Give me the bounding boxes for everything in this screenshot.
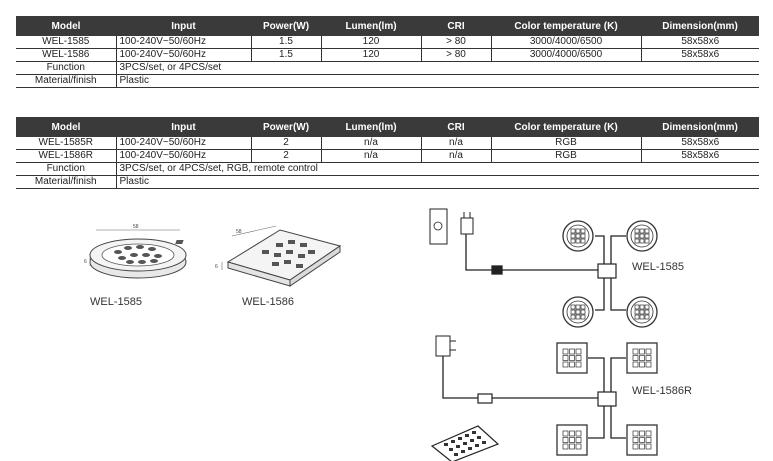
square-light: [626, 342, 658, 374]
puck-light: [626, 220, 658, 252]
wiring-diagram-bottom: [435, 335, 626, 439]
table-row: WEL-1586R 100-240V~50/60Hz 2 n/a n/a RGB…: [16, 149, 759, 163]
material-label: Material/finish: [16, 175, 117, 189]
square-light: [626, 424, 658, 456]
table-row: WEL-1585R 100-240V~50/60Hz 2 n/a n/a RGB…: [16, 137, 759, 150]
header-cell: CRI: [421, 117, 491, 137]
round-dim-height: 6: [84, 259, 87, 265]
material-row: Material/finish Plastic: [16, 74, 759, 88]
spec-table-standard: Model Input Power(W) Lumen(lm) CRI Color…: [16, 16, 759, 88]
table-cell: 1.5: [251, 48, 322, 62]
function-value: 3PCS/set, or 4PCS/set: [116, 61, 759, 75]
table-cell: 2: [251, 149, 322, 163]
table-cell: n/a: [321, 149, 422, 163]
table-cell: 58x58x6: [641, 149, 759, 163]
puck-light: [562, 296, 594, 328]
function-value: 3PCS/set, or 4PCS/set, RGB, remote contr…: [116, 162, 759, 176]
table-cell: 120: [321, 48, 422, 62]
header-cell: CRI: [421, 16, 491, 36]
material-label: Material/finish: [16, 74, 117, 88]
table-cell: 58x58x6: [641, 137, 759, 150]
table-cell: WEL-1586: [16, 48, 117, 62]
table-cell: RGB: [491, 137, 642, 150]
function-label: Function: [16, 61, 117, 75]
material-value: Plastic: [116, 74, 759, 88]
square-light-product: [175, 225, 342, 287]
table-cell: > 80: [421, 48, 492, 62]
table-cell: WEL-1585: [16, 36, 117, 49]
table-cell: n/a: [421, 149, 492, 163]
table-cell: 100-240V~50/60Hz: [116, 149, 252, 163]
round-light-product: [89, 229, 187, 279]
square-light: [556, 424, 588, 456]
table-cell: 100-240V~50/60Hz: [116, 36, 252, 49]
square-dim-height: 6: [215, 264, 218, 270]
function-row: Function 3PCS/set, or 4PCS/set: [16, 61, 759, 75]
table-cell: > 80: [421, 36, 492, 49]
table-header-row: Model Input Power(W) Lumen(lm) CRI Color…: [16, 117, 759, 137]
wiring-diagram-top: [429, 208, 626, 311]
remote-control-icon: [430, 425, 500, 461]
table-cell: n/a: [321, 137, 422, 150]
square-product-label: WEL-1586: [242, 296, 294, 308]
header-cell: Dimension(mm): [641, 16, 759, 36]
spec-table-rgb: Model Input Power(W) Lumen(lm) CRI Color…: [16, 117, 759, 189]
puck-light: [562, 220, 594, 252]
function-row: Function 3PCS/set, or 4PCS/set, RGB, rem…: [16, 162, 759, 176]
table-row: WEL-1586 100-240V~50/60Hz 1.5 120 > 80 3…: [16, 48, 759, 62]
table-cell: 100-240V~50/60Hz: [116, 137, 252, 150]
material-value: Plastic: [116, 175, 759, 189]
puck-light: [626, 296, 658, 328]
material-row: Material/finish Plastic: [16, 175, 759, 189]
table-cell: 58x58x6: [641, 48, 759, 62]
square-dim-width: 58: [236, 229, 242, 235]
diagram-bottom-label: WEL-1586R: [632, 385, 692, 397]
diagram-top-label: WEL-1585: [632, 261, 684, 273]
table-cell: WEL-1585R: [16, 137, 117, 150]
header-cell: Power(W): [251, 16, 321, 36]
table-row: WEL-1585 100-240V~50/60Hz 1.5 120 > 80 3…: [16, 36, 759, 49]
round-dim-width: 58: [133, 224, 139, 230]
header-cell: Model: [16, 117, 116, 137]
round-product-label: WEL-1585: [90, 296, 142, 308]
header-cell: Input: [116, 117, 251, 137]
table-cell: n/a: [421, 137, 492, 150]
header-cell: Input: [116, 16, 251, 36]
header-cell: Lumen(lm): [321, 16, 421, 36]
table-cell: 120: [321, 36, 422, 49]
header-cell: Color temperature (K): [491, 16, 641, 36]
table-cell: 1.5: [251, 36, 322, 49]
square-light: [556, 342, 588, 374]
table-cell: 3000/4000/6500: [491, 36, 642, 49]
header-cell: Dimension(mm): [641, 117, 759, 137]
table-cell: RGB: [491, 149, 642, 163]
table-cell: WEL-1586R: [16, 149, 117, 163]
table-cell: 3000/4000/6500: [491, 48, 642, 62]
header-cell: Color temperature (K): [491, 117, 641, 137]
table-cell: 100-240V~50/60Hz: [116, 48, 252, 62]
header-cell: Model: [16, 16, 116, 36]
table-cell: 58x58x6: [641, 36, 759, 49]
table-header-row: Model Input Power(W) Lumen(lm) CRI Color…: [16, 16, 759, 36]
header-cell: Lumen(lm): [321, 117, 421, 137]
table-cell: 2: [251, 137, 322, 150]
header-cell: Power(W): [251, 117, 321, 137]
function-label: Function: [16, 162, 117, 176]
